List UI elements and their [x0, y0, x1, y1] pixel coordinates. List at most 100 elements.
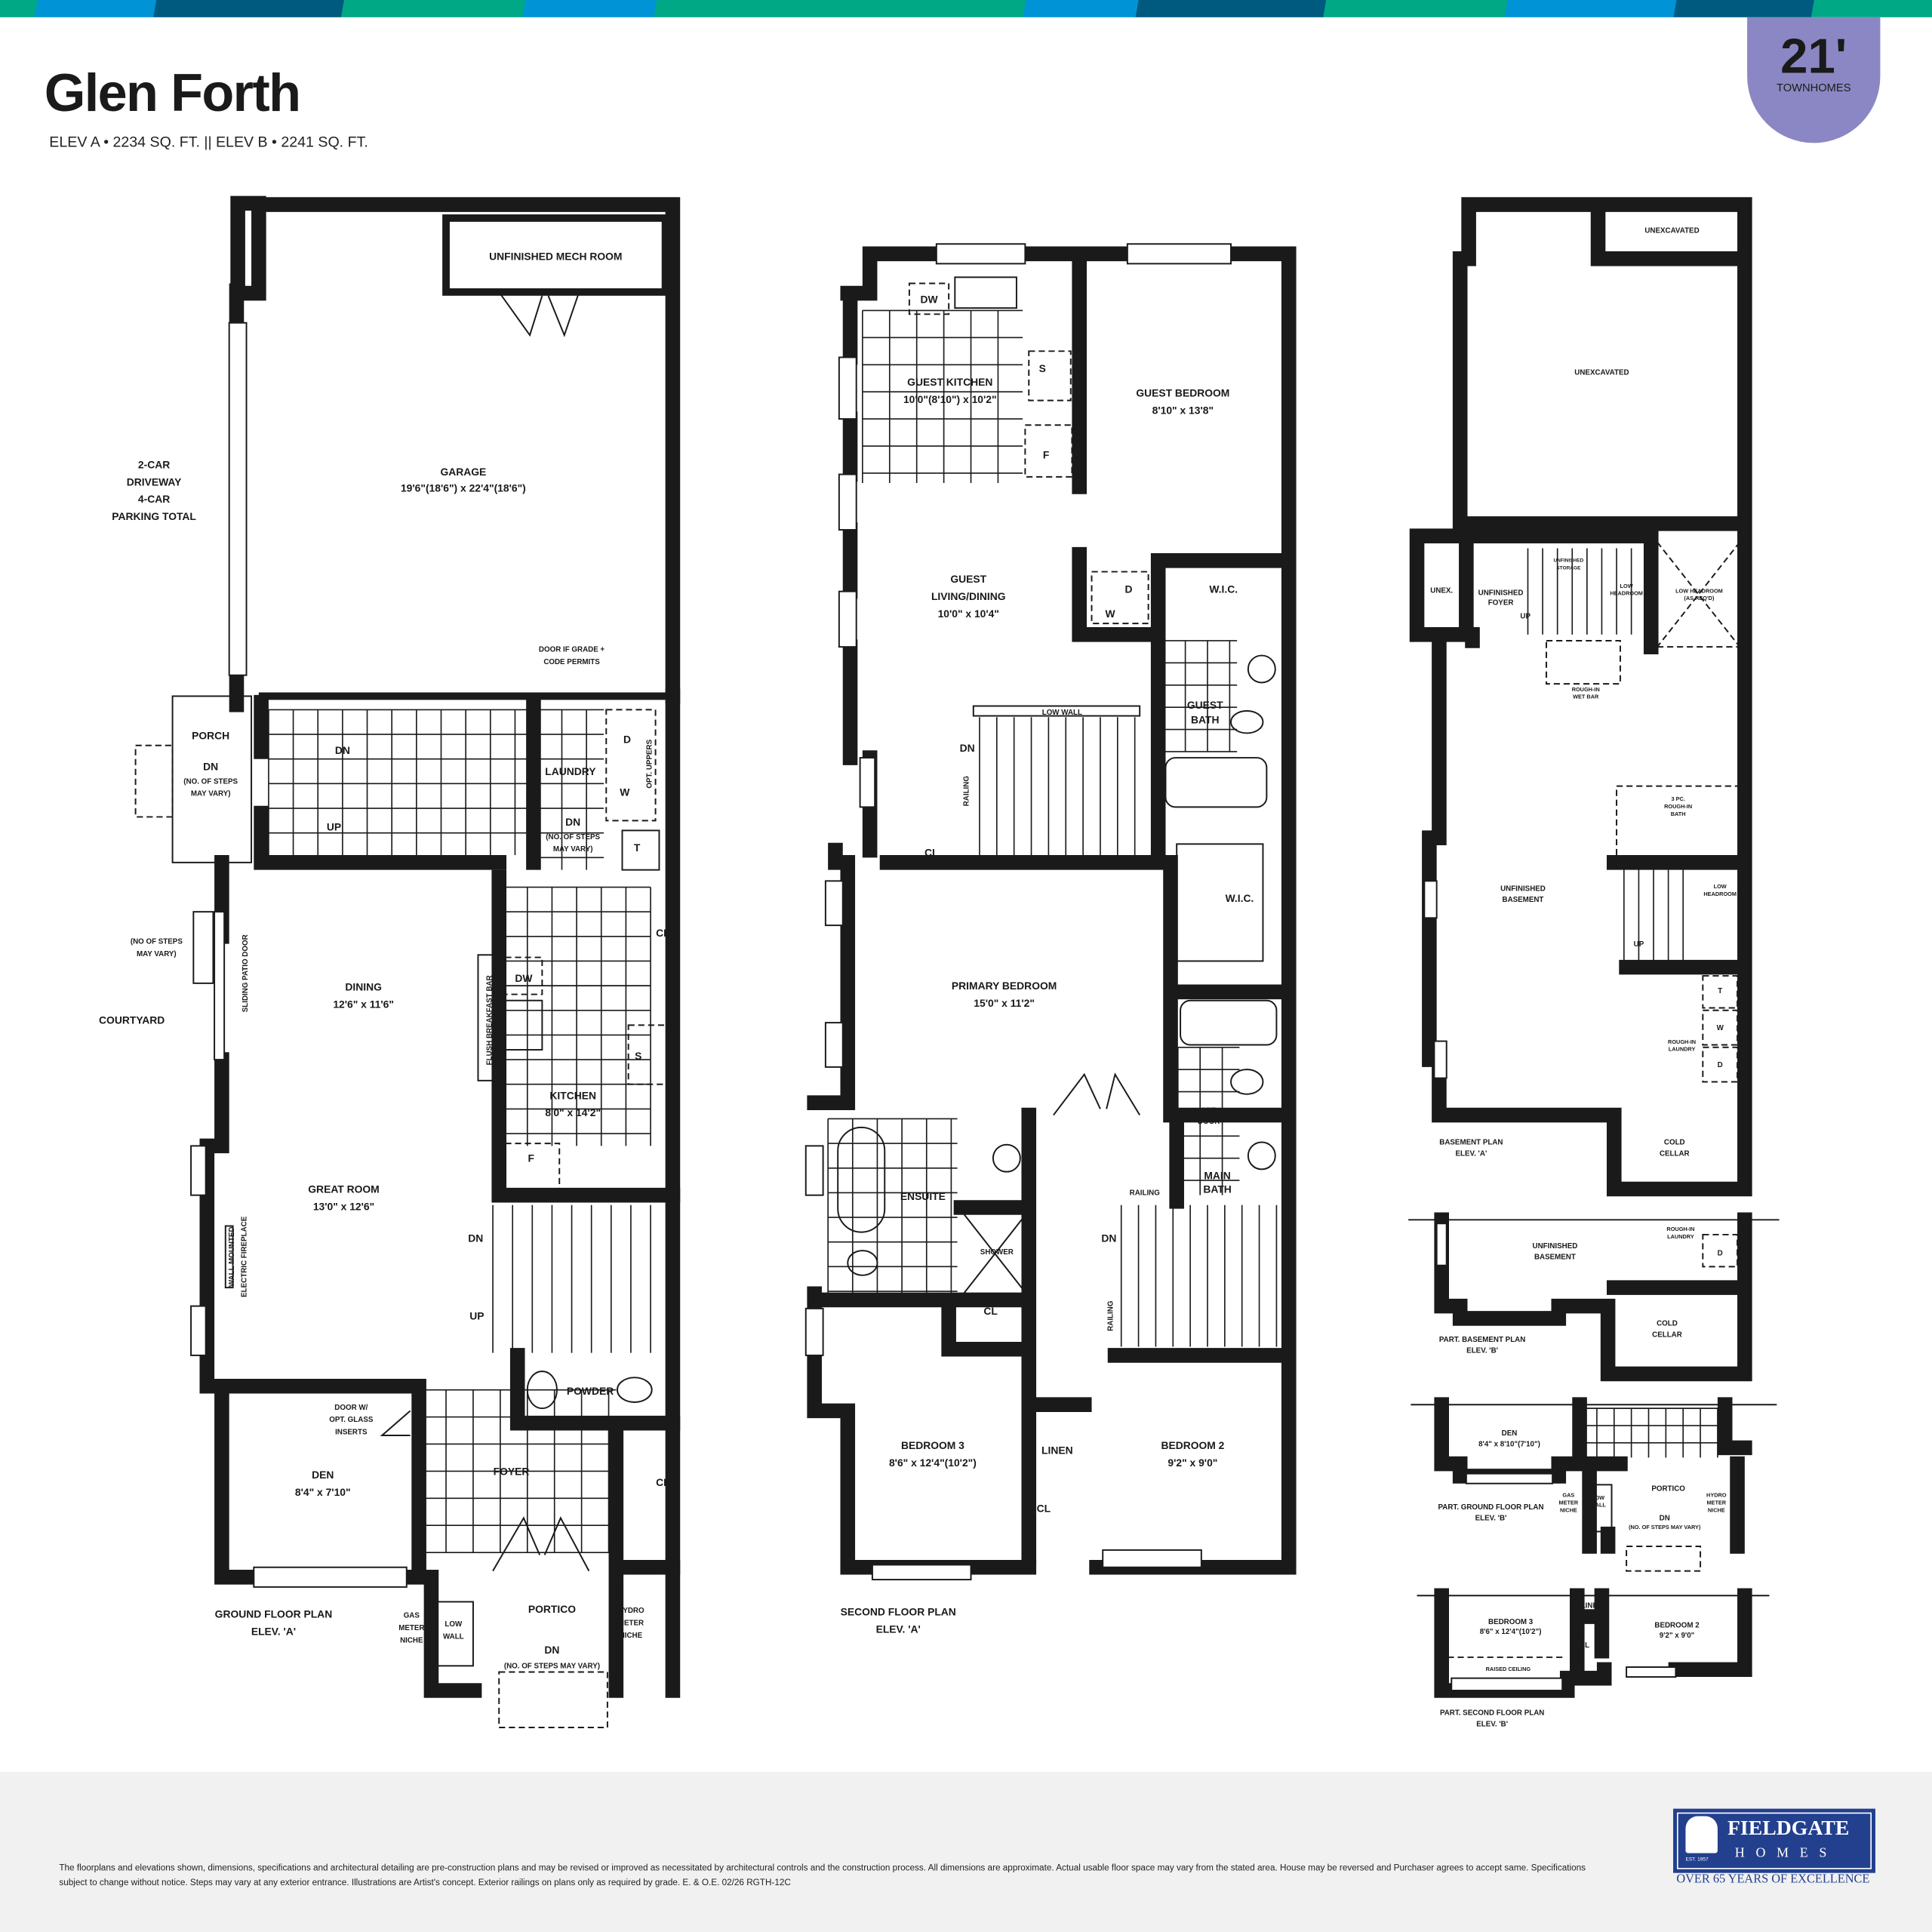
ensuite-sink [992, 1143, 1021, 1173]
logo-figure-icon [1685, 1816, 1718, 1854]
guest-bath-sink [1247, 654, 1276, 684]
lot-width-badge: 21' TOWNHOMES [1747, 17, 1881, 143]
patio-door-label: SLIDING PATIO DOOR [242, 934, 250, 1012]
rough-in-dryer [1702, 1233, 1739, 1268]
stair-up: UP [327, 820, 341, 832]
footer: The floorplans and elevations shown, dim… [0, 1771, 1932, 1932]
basement-stairs-treads [1527, 548, 1632, 635]
logo-sub: HOMES [1734, 1845, 1838, 1861]
badge-number: 21' [1780, 29, 1847, 85]
fridge [504, 1143, 561, 1192]
guest-kitchen-sink-counter [954, 276, 1017, 309]
unexcavated-label: UNEXCAVATED [1574, 368, 1629, 377]
closet-label: CL [656, 927, 670, 939]
washer-label: W [620, 786, 630, 798]
opt-door-label: OPT.DOOR [1198, 1106, 1220, 1126]
laundry-appliances [605, 709, 657, 822]
mech-room-label: UNFINISHED MECH ROOM [489, 250, 622, 262]
ensuite-toilet [847, 1250, 878, 1276]
low-wall-label: LOW WALL [1042, 709, 1082, 717]
closet-label: CL [1037, 1502, 1051, 1514]
dryer-label: D [1718, 1250, 1723, 1258]
unexcavated-small-label: UNEXCAVATED [1644, 227, 1699, 235]
ground-upper-walls [254, 688, 681, 1698]
page-title: Glen Forth [44, 63, 301, 124]
walls [1434, 1588, 1752, 1698]
guest-dishwasher [908, 282, 950, 315]
logo-name: FIELDGATE [1727, 1816, 1850, 1840]
second-inner-walls [818, 254, 1289, 1567]
stair2-dn: DN [1101, 1232, 1116, 1244]
rough-in-dryer [1702, 1046, 1739, 1083]
tub-label: T [1718, 987, 1722, 995]
window [1423, 880, 1438, 919]
window [838, 356, 857, 420]
window [1126, 243, 1232, 265]
window [1626, 1666, 1677, 1678]
badge-label: TOWNHOMES [1777, 81, 1851, 94]
linen-label: LINEN [1041, 1444, 1073, 1457]
window [935, 243, 1026, 265]
courtyard-label: COURTYARD [99, 1014, 165, 1026]
basement-outer-walls [1409, 197, 1752, 1197]
ground-stairs-treads [492, 1204, 651, 1353]
courtyard-steps [192, 911, 214, 984]
portico-steps [1626, 1545, 1702, 1572]
dryer-label: D [1718, 1061, 1723, 1069]
main-bath-tub [1180, 999, 1278, 1046]
legal-disclaimer: The floorplans and elevations shown, dim… [59, 1861, 1586, 1888]
ensuite-label: ENSUITE [900, 1190, 946, 1202]
window [1433, 1040, 1447, 1079]
sink-label: S [635, 1050, 641, 1062]
wet-bar [1545, 639, 1621, 685]
washer-label: W [1105, 608, 1115, 620]
stair2-dn: DN [468, 1232, 483, 1244]
logo-est: EST. 1957 [1685, 1855, 1709, 1862]
wic-shelves [1176, 843, 1264, 962]
laundry-tub [621, 829, 660, 871]
portico-dn-label: DN(NO. OF STEPS MAY VARY) [504, 1644, 600, 1671]
stair-dn: DN [960, 742, 975, 754]
up-label: UP [1520, 613, 1531, 621]
ground-main-walls [199, 855, 681, 1698]
window [190, 1305, 207, 1356]
portico-dn-label: DN(NO. OF STEPS MAY VARY) [1629, 1515, 1701, 1531]
portico-steps [498, 1671, 608, 1728]
washer-label: W [1717, 1024, 1724, 1032]
garage-walls [230, 195, 681, 704]
dryer-label: D [623, 733, 631, 745]
tile-grids [268, 309, 1725, 1553]
guest-kitchen-tile [862, 309, 1023, 483]
foyer-label: FOYER [494, 1465, 530, 1477]
window [1465, 1472, 1554, 1484]
fridge-label: F [528, 1152, 534, 1164]
powder-toilet [616, 1377, 653, 1403]
mech-doors [498, 291, 580, 337]
